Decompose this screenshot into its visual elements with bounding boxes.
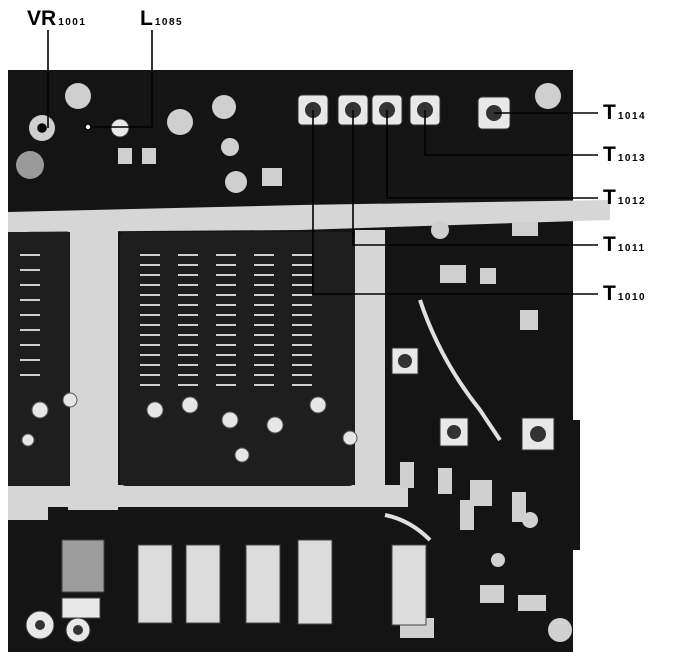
label-t1010-sub: 1010 xyxy=(617,292,647,303)
ground-traces xyxy=(8,200,610,520)
label-t1011-main: T xyxy=(603,233,616,256)
wire xyxy=(418,299,502,442)
coil-module-center xyxy=(120,232,355,486)
board-edge-notch xyxy=(560,420,580,550)
label-l1085-sub: 1085 xyxy=(154,17,184,28)
label-t1013-sub: 1013 xyxy=(617,153,647,164)
bottom-left-components xyxy=(25,610,91,643)
label-vr1001-sub: 1001 xyxy=(58,17,87,28)
label-vr1001-main: VR xyxy=(27,7,57,30)
label-t1013-main: T xyxy=(603,143,616,166)
top-components xyxy=(16,83,561,330)
coil-arrays xyxy=(20,254,312,386)
label-t1014-main: T xyxy=(603,101,616,124)
label-t1014-sub: 1014 xyxy=(617,111,647,122)
label-t1012-sub: 1012 xyxy=(617,196,647,207)
ic-row xyxy=(61,539,427,626)
label-t1010-main: T xyxy=(603,282,616,305)
label-t1012-main: T xyxy=(603,186,616,209)
lower-right-components xyxy=(400,462,572,642)
trimmer-potentiometers xyxy=(110,118,555,451)
label-l1085-main: L xyxy=(140,7,153,30)
module-components xyxy=(21,392,358,463)
wire-lower xyxy=(384,513,432,542)
leader-lines xyxy=(37,30,598,295)
label-t1011-sub: 1011 xyxy=(617,243,646,254)
